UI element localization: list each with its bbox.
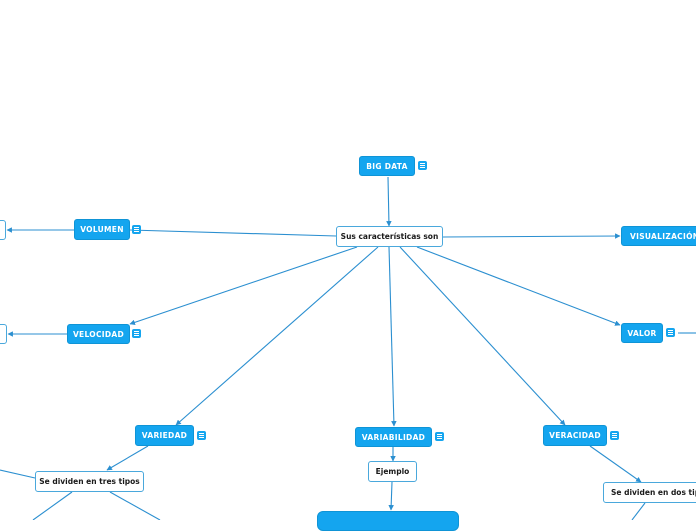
- edge-tres-down-right: [109, 491, 161, 520]
- notes-icon[interactable]: [610, 431, 619, 440]
- connector-lines: [0, 176, 696, 520]
- node-visualizacion[interactable]: VISUALIZACIÓN: [621, 226, 696, 246]
- node-offscreen-bottom[interactable]: [317, 511, 459, 531]
- edge-center-volumen: [129, 229, 337, 237]
- node-offscreen-left-2[interactable]: [0, 324, 7, 344]
- edge-ejemplo-bottom: [388, 481, 394, 511]
- node-valor[interactable]: VALOR: [621, 323, 663, 343]
- edge-center-visualizacion: [441, 233, 621, 239]
- edge-center-variedad: [175, 246, 379, 426]
- node-ejemplo[interactable]: Ejemplo: [368, 461, 417, 482]
- node-dos-tipos[interactable]: Se dividen en dos tipos: [603, 482, 696, 503]
- notes-icon[interactable]: [197, 431, 206, 440]
- notes-icon[interactable]: [418, 161, 427, 170]
- node-offscreen-left-1[interactable]: [0, 220, 6, 240]
- edge-center-variabilidad: [388, 246, 397, 427]
- node-tres-tipos[interactable]: Se dividen en tres tipos: [35, 471, 144, 492]
- edge-center-valor: [416, 246, 621, 326]
- edge-variedad-tres: [106, 445, 149, 471]
- notes-icon[interactable]: [132, 225, 141, 234]
- notes-icon[interactable]: [435, 432, 444, 441]
- edge-center-velocidad: [129, 246, 358, 326]
- edge-dos-down-left: [631, 502, 646, 520]
- notes-icon[interactable]: [132, 329, 141, 338]
- edge-tres-far-left: [0, 469, 36, 479]
- node-variedad[interactable]: VARIEDAD: [135, 425, 194, 446]
- edge-veracidad-dos: [589, 445, 642, 483]
- edge-tres-down-left: [32, 491, 73, 520]
- edge-center-veracidad: [399, 246, 566, 426]
- node-volumen[interactable]: VOLUMEN: [74, 219, 130, 240]
- notes-icon[interactable]: [666, 328, 675, 337]
- node-variabilidad[interactable]: VARIABILIDAD: [355, 427, 432, 447]
- edge-bigdata-center: [386, 176, 392, 227]
- node-velocidad[interactable]: VELOCIDAD: [67, 324, 130, 344]
- node-big-data[interactable]: BIG DATA: [359, 156, 415, 176]
- node-veracidad[interactable]: VERACIDAD: [543, 425, 607, 446]
- node-center[interactable]: Sus características son: [336, 226, 443, 247]
